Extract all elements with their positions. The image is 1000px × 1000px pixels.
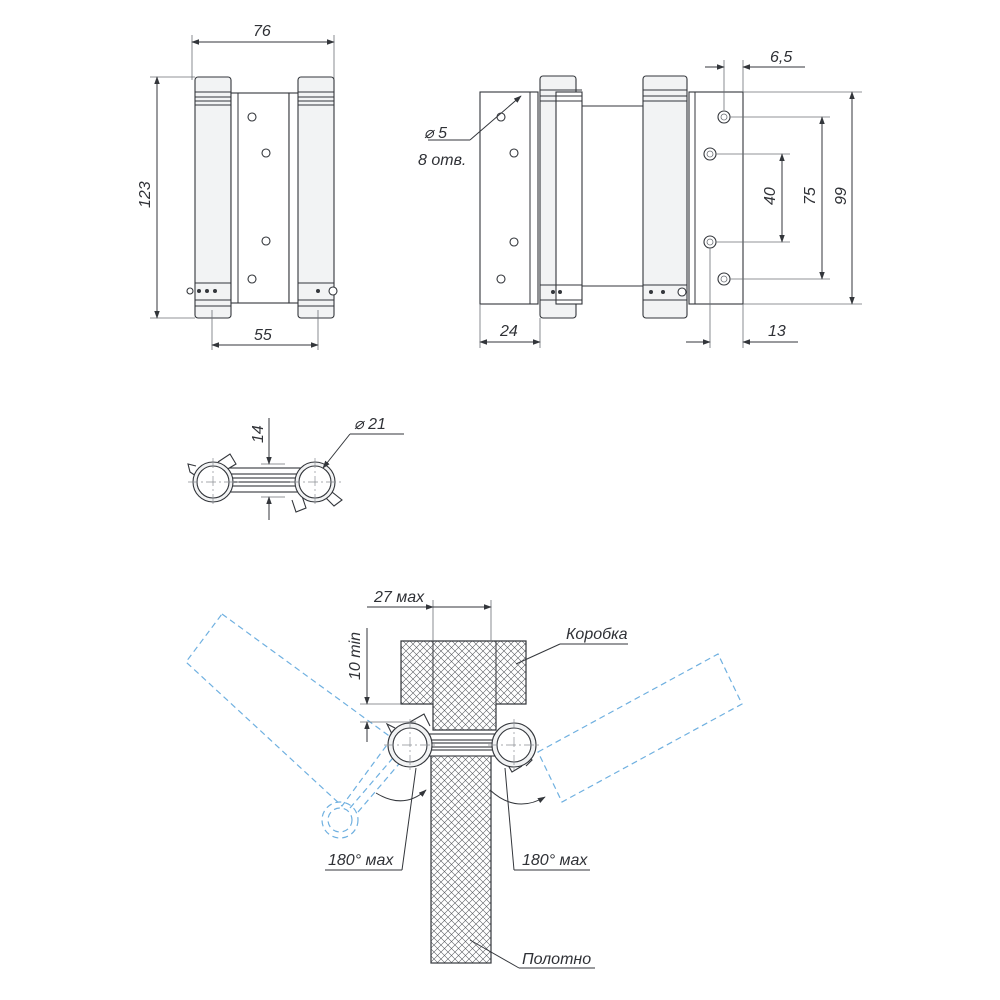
side-offset-label: 6,5 — [770, 49, 792, 66]
front-leaf-plate — [230, 92, 290, 304]
front-width-label: 76 — [253, 23, 271, 40]
side-left-plate — [479, 91, 539, 305]
section-thickness-label: 14 — [250, 425, 267, 443]
install-frame-label: Коробка — [566, 626, 628, 643]
right-barrel — [297, 76, 335, 319]
install-max-width-label: 27 мах — [373, 589, 425, 606]
front-leaf-width-label: 55 — [254, 327, 272, 344]
screw-hole — [261, 148, 271, 158]
side-holes-count-label: 8 отв. — [418, 152, 466, 169]
screw-hole — [247, 274, 257, 284]
ghost-door-right — [537, 653, 743, 803]
side-hole-label: ⌀ 5 — [424, 125, 447, 142]
install-angle-left-label: 180° мах — [328, 852, 394, 869]
side-left-width-label: 24 — [499, 323, 518, 340]
screw-hole — [247, 112, 257, 122]
install-door-label: Полотно — [522, 951, 591, 968]
side-spacing-outer-label: 75 — [802, 187, 819, 205]
door-leaf — [430, 754, 492, 964]
ghost-door-left — [185, 613, 393, 807]
side-plate-height-label: 99 — [833, 187, 850, 205]
section-view: 14 ⌀ 21 — [187, 416, 404, 520]
install-angle-right-label: 180° мах — [522, 852, 588, 869]
section-diameter-label: ⌀ 21 — [354, 416, 386, 433]
side-right-plate — [688, 91, 744, 305]
side-right-width-label: 13 — [768, 323, 786, 340]
front-view: 76 123 — [137, 23, 338, 350]
side-view: 6,5 ⌀ 5 8 отв. 40 75 99 24 13 — [418, 49, 862, 348]
screw-hole — [261, 236, 271, 246]
install-min-gap-label: 10 min — [347, 632, 364, 680]
front-height-label: 123 — [137, 181, 154, 208]
left-barrel — [194, 76, 232, 319]
side-spacing-inner-label: 40 — [762, 187, 779, 205]
side-right-barrel — [642, 75, 688, 319]
install-view: 27 мах 10 min Коробка Полотно 180° мах 1… — [185, 589, 743, 969]
